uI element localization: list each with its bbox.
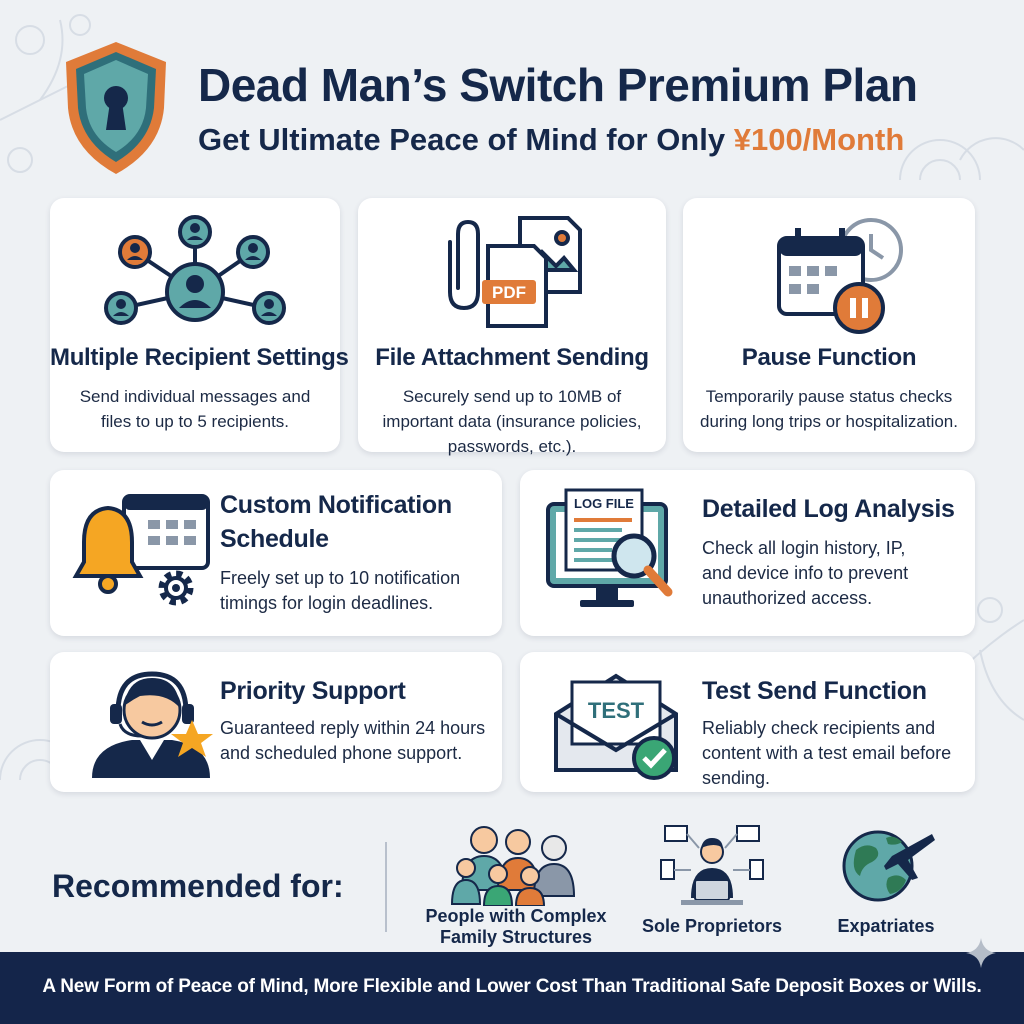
feature-title: Test Send Function <box>702 677 927 705</box>
feature-description: Send individual messages and files to up… <box>79 387 311 431</box>
feature-description: Reliably check recipients and content wi… <box>702 718 952 788</box>
recommended-title: Recommended for: <box>52 868 344 904</box>
file-attachment-icon: PDF <box>448 216 582 328</box>
shield-lock-icon <box>66 42 166 174</box>
page-title: Dead Man’s Switch Premium Plan <box>198 59 918 111</box>
sole-proprietor-icon <box>660 825 764 905</box>
feature-description: Freely set up to 10 notification timings… <box>220 568 461 613</box>
recommended-item-expatriates: Expatriates <box>818 820 954 937</box>
feature-title: Priority Support <box>220 677 406 705</box>
feature-title: Detailed Log Analysis <box>702 495 955 523</box>
feature-card-notification-schedule: Custom Notification Schedule Freely set … <box>50 470 502 636</box>
feature-description: Temporarily pause status checks during l… <box>700 387 958 431</box>
footer-banner: A New Form of Peace of Mind, More Flexib… <box>0 938 1024 1024</box>
feature-title: File Attachment Sending <box>375 344 649 371</box>
footer-text: A New Form of Peace of Mind, More Flexib… <box>42 976 982 997</box>
feature-card-file-attachment: PDF File Attachment Sending Securely sen… <box>358 198 666 456</box>
feature-title: Pause Function <box>741 344 917 371</box>
subtitle-text: Get Ultimate Peace of Mind for Only <box>198 122 734 157</box>
feature-card-test-send: TEST Test Send Function Reliably check r… <box>520 652 975 792</box>
sparkle-icon <box>966 938 996 968</box>
divider <box>385 842 387 932</box>
price-tag: ¥100/Month <box>733 122 905 157</box>
bell-schedule-icon <box>72 494 210 606</box>
recommended-label: Sole Proprietors <box>641 916 783 936</box>
feature-card-pause: Pause Function Temporarily pause status … <box>683 198 975 452</box>
feature-card-multiple-recipients: Multiple Recipient Settings Send individ… <box>50 198 349 452</box>
feature-title: Multiple Recipient Settings <box>50 344 349 371</box>
log-file-icon: LOG FILE <box>546 488 673 607</box>
feature-card-log-analysis: LOG FILE Detailed Log Analysis Check all… <box>520 470 975 636</box>
page-subtitle: Get Ultimate Peace of Mind for Only ¥100… <box>198 122 904 158</box>
feature-description: Securely send up to 10MB of important da… <box>382 387 642 456</box>
family-icon <box>450 826 576 906</box>
recommended-label: Expatriates <box>837 916 935 936</box>
recommended-item-sole-proprietors: Sole Proprietors <box>632 820 792 937</box>
feature-card-priority-support: Priority Support Guaranteed reply within… <box>50 652 502 792</box>
header: Dead Man’s Switch Premium Plan Get Ultim… <box>60 38 980 188</box>
pdf-badge: PDF <box>492 283 526 302</box>
test-email-icon: TEST <box>554 673 678 780</box>
recommended-item-family: People with Complex Family Structures <box>418 820 614 948</box>
feature-description: Guaranteed reply within 24 hours and sch… <box>220 718 486 763</box>
recipients-network-icon <box>104 215 286 325</box>
globe-plane-icon <box>842 830 935 902</box>
recommended-label: People with Complex Family Structures <box>425 906 607 947</box>
support-agent-icon <box>92 671 213 778</box>
calendar-pause-icon <box>777 218 903 334</box>
feature-description: Check all login history, IP, and device … <box>702 538 909 608</box>
feature-title: Custom Notification Schedule <box>220 491 452 553</box>
test-badge: TEST <box>588 698 645 723</box>
log-file-badge: LOG FILE <box>574 496 634 511</box>
